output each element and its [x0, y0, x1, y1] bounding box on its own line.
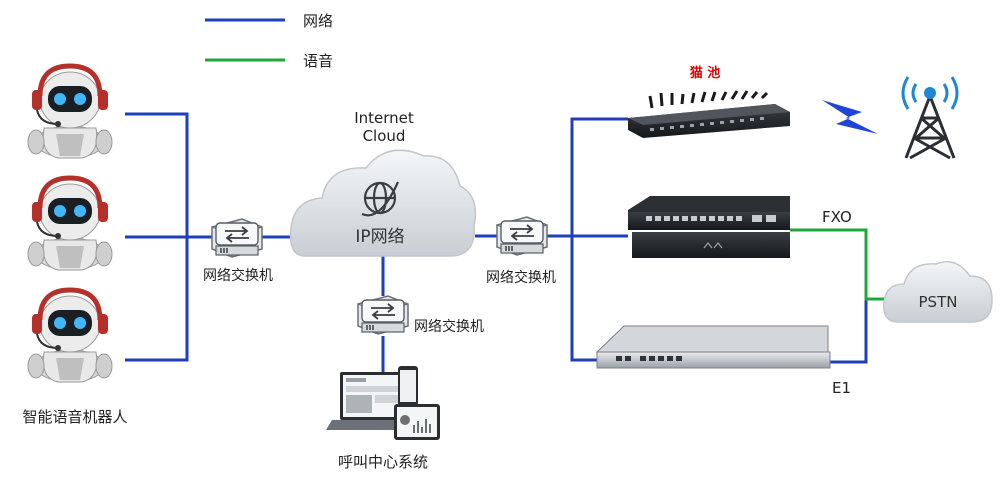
- switch-icon-left: [211, 218, 263, 258]
- cloud-title-line1: Internet: [354, 109, 414, 127]
- legend-network-label: 网络: [303, 12, 333, 30]
- cloud-center-label: IP网络: [355, 227, 404, 247]
- cloud-icon: [289, 149, 477, 257]
- switch-icon-bottom: [357, 295, 409, 335]
- tower-top-dot: [924, 87, 936, 99]
- fxo-gateway-device: [628, 196, 790, 258]
- robot-icon-3: [28, 290, 112, 382]
- globe-icon: [361, 181, 400, 217]
- switch-icon-right: [496, 216, 548, 256]
- switch-right-label: 网络交换机: [486, 269, 556, 286]
- gateway-pool-device: [628, 90, 790, 138]
- pstn-cloud-icon: [883, 261, 993, 323]
- call-center-label: 呼叫中心系统: [338, 453, 428, 471]
- robot-icon-1: [28, 66, 112, 158]
- fxo-label: FXO: [822, 208, 852, 226]
- lightning-icon: [822, 100, 878, 134]
- legend-voice-label: 语音: [303, 52, 333, 70]
- switch-left-label: 网络交换机: [203, 267, 273, 284]
- pstn-label: PSTN: [919, 293, 958, 311]
- cloud-title-line2: Cloud: [363, 127, 406, 145]
- e1-label: E1: [832, 379, 851, 397]
- computer-icon: [326, 366, 440, 440]
- robots-label: 智能语音机器人: [22, 408, 127, 426]
- robot-icon-2: [28, 178, 112, 270]
- gateway-pool-label: 猫 池: [690, 65, 721, 81]
- e1-gateway-device: [595, 325, 831, 369]
- voice-links: [790, 228, 888, 301]
- switch-bottom-label: 网络交换机: [414, 318, 484, 335]
- network-links: [125, 112, 888, 372]
